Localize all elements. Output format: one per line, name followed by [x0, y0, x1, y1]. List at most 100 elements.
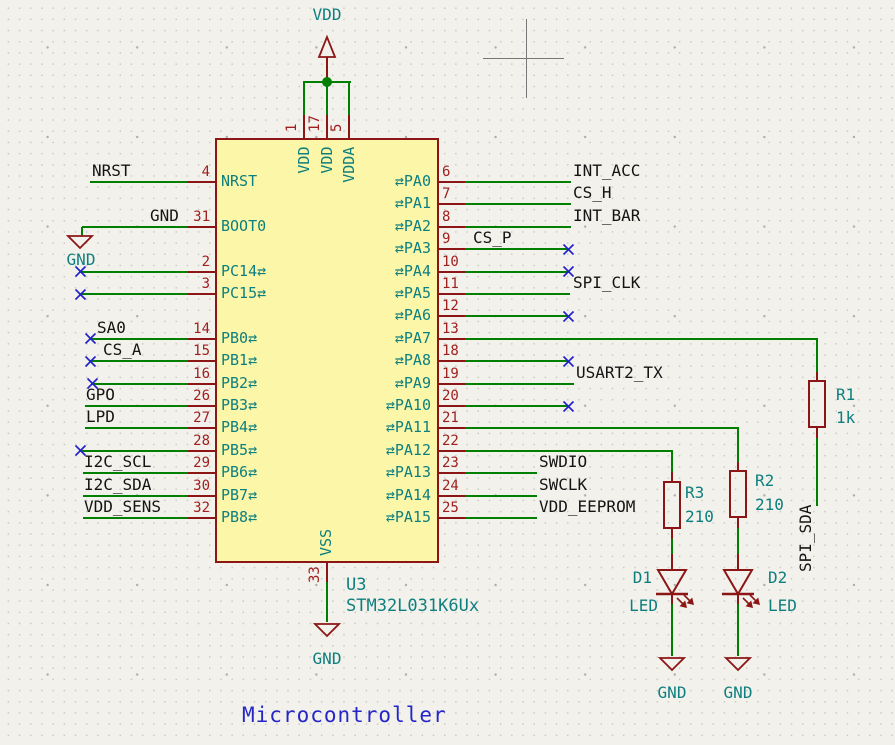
pin-stub[interactable]: [437, 494, 465, 497]
wire[interactable]: [326, 582, 328, 622]
wire[interactable]: [83, 517, 188, 519]
resistor-r2-ref[interactable]: R2: [755, 471, 775, 490]
pin-stub[interactable]: [437, 248, 465, 251]
pin-stub[interactable]: [437, 270, 465, 273]
wire[interactable]: [737, 528, 739, 554]
wire[interactable]: [465, 270, 568, 273]
pin-stub[interactable]: [188, 293, 215, 295]
gnd-symbol-icon[interactable]: [65, 234, 95, 250]
net-label[interactable]: CS_P: [473, 228, 512, 248]
wire[interactable]: [83, 494, 188, 497]
wire[interactable]: [465, 472, 537, 475]
wire[interactable]: [671, 539, 673, 554]
no-connect-x-icon[interactable]: [74, 265, 87, 278]
no-connect-x-icon[interactable]: [74, 444, 87, 457]
pin-stub[interactable]: [437, 517, 465, 519]
wire[interactable]: [82, 225, 188, 228]
net-label-spi-sda[interactable]: SPI_SDA: [796, 504, 815, 572]
pin-stub[interactable]: [188, 427, 215, 430]
led-d2-ref[interactable]: D2: [768, 568, 788, 587]
wire[interactable]: [465, 449, 673, 452]
gnd-symbol-icon[interactable]: [723, 656, 753, 672]
wire[interactable]: [671, 604, 673, 656]
net-label[interactable]: INT_ACC: [573, 161, 641, 180]
pin-stub[interactable]: [437, 203, 465, 206]
net-label[interactable]: SA0: [97, 317, 126, 337]
pin-stub[interactable]: [188, 181, 215, 183]
wire[interactable]: [465, 248, 568, 251]
wire[interactable]: [465, 382, 574, 385]
sheet-title[interactable]: Microcontroller: [242, 703, 447, 727]
pin-stub[interactable]: [437, 427, 465, 430]
pin-stub[interactable]: [437, 382, 465, 385]
wire[interactable]: [465, 337, 818, 340]
pin-stub[interactable]: [188, 337, 215, 340]
net-label[interactable]: LPD: [86, 407, 115, 427]
net-label[interactable]: CS_A: [103, 340, 142, 360]
wire[interactable]: [90, 337, 188, 340]
resistor-r2-body[interactable]: [729, 470, 747, 518]
pin-stub[interactable]: [326, 561, 328, 582]
pin-stub[interactable]: [348, 115, 350, 138]
led-d1-value[interactable]: LED: [629, 596, 658, 615]
wire[interactable]: [80, 270, 188, 273]
wire[interactable]: [465, 225, 571, 228]
wire[interactable]: [465, 315, 568, 318]
wire[interactable]: [737, 429, 739, 462]
resistor-r3-body[interactable]: [663, 481, 681, 529]
pin-stub[interactable]: [437, 181, 465, 183]
pin-stub[interactable]: [188, 494, 215, 497]
wire[interactable]: [326, 81, 328, 115]
vdd-arrow-icon[interactable]: [317, 34, 337, 59]
pin-stub[interactable]: [188, 270, 215, 273]
resistor-r2-value[interactable]: 210: [755, 495, 784, 514]
net-label[interactable]: I2C_SCL: [84, 452, 152, 472]
pin-stub[interactable]: [437, 360, 465, 363]
pin-stub[interactable]: [188, 360, 215, 363]
net-label[interactable]: NRST: [92, 161, 131, 180]
pin-stub[interactable]: [188, 517, 215, 519]
no-connect-x-icon[interactable]: [562, 400, 575, 413]
pin-stub[interactable]: [437, 337, 465, 340]
pin-stub[interactable]: [437, 449, 465, 452]
wire[interactable]: [816, 338, 818, 372]
led-d1-ref[interactable]: D1: [632, 568, 652, 587]
pin-stub[interactable]: [188, 449, 215, 452]
pin-stub[interactable]: [303, 115, 305, 138]
gnd-power-label[interactable]: GND: [66, 250, 96, 269]
wire[interactable]: [465, 293, 570, 295]
net-label[interactable]: INT_BAR: [573, 205, 641, 225]
net-label[interactable]: SPI_CLK: [573, 273, 641, 292]
wire[interactable]: [465, 517, 537, 519]
wire[interactable]: [348, 81, 350, 115]
gnd-symbol-icon[interactable]: [312, 622, 342, 638]
resistor-r3-ref[interactable]: R3: [685, 483, 705, 502]
pin-stub[interactable]: [326, 115, 328, 138]
wire[interactable]: [465, 494, 537, 497]
wire[interactable]: [465, 203, 571, 206]
pin-stub[interactable]: [437, 472, 465, 475]
no-connect-x-icon[interactable]: [562, 310, 575, 323]
net-label[interactable]: VDD_EEPROM: [539, 497, 636, 516]
no-connect-x-icon[interactable]: [562, 243, 575, 256]
no-connect-x-icon[interactable]: [86, 377, 99, 390]
wire[interactable]: [85, 405, 188, 407]
resistor-r1-value[interactable]: 1k: [836, 408, 856, 427]
pin-stub[interactable]: [437, 293, 465, 295]
chip-reference[interactable]: U3: [346, 575, 367, 595]
net-label[interactable]: USART2_TX: [576, 362, 663, 382]
wire[interactable]: [737, 604, 739, 656]
no-connect-x-icon[interactable]: [562, 355, 575, 368]
chip-value[interactable]: STM32L031K6Ux: [346, 596, 480, 616]
gnd-power-label[interactable]: GND: [723, 683, 753, 702]
net-label[interactable]: GND: [150, 205, 179, 225]
pin-stub[interactable]: [188, 225, 215, 228]
resistor-r1-body[interactable]: [808, 380, 826, 428]
wire[interactable]: [92, 382, 188, 385]
no-connect-x-icon[interactable]: [74, 288, 87, 301]
resistor-r3-value[interactable]: 210: [685, 507, 714, 526]
gnd-power-label[interactable]: GND: [312, 649, 342, 668]
net-label[interactable]: GPO: [86, 385, 115, 404]
pin-stub[interactable]: [188, 405, 215, 407]
wire[interactable]: [465, 360, 568, 363]
